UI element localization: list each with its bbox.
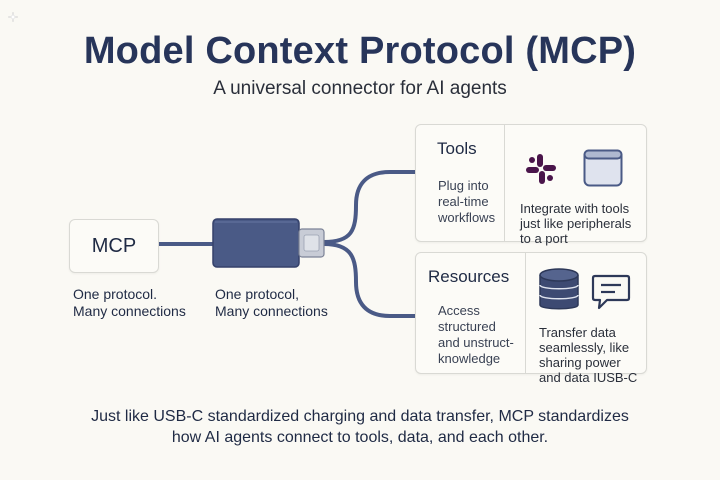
connector-caption: One protocol, Many connections xyxy=(215,286,328,320)
resources-title: Resources xyxy=(428,267,510,286)
sparkle-icon xyxy=(8,12,18,22)
tools-detail-line: just like peripherals xyxy=(520,216,632,231)
tools-desc-line: workflows xyxy=(438,210,496,225)
page-title: Model Context Protocol (MCP) xyxy=(83,30,637,72)
resources-detail-line: and data IUSB-C xyxy=(539,370,638,385)
left-caption-line: Many connections xyxy=(73,303,186,319)
tools-detail-line: Integrate with tools xyxy=(520,201,630,216)
resources-detail: Transfer data seamlessly, like sharing p… xyxy=(539,325,637,385)
resources-desc-line: Access xyxy=(438,303,480,318)
resources-desc-line: structured xyxy=(438,319,496,334)
footer-line: Just like USB-C standardized charging an… xyxy=(91,408,629,425)
mcp-label: MCP xyxy=(91,234,137,257)
resources-detail-line: sharing power xyxy=(539,355,621,370)
card-divider xyxy=(504,125,505,241)
tools-title: Tools xyxy=(437,139,477,158)
connector-caption-line: Many connections xyxy=(215,303,328,319)
resources-detail-line: seamlessly, like xyxy=(539,340,630,355)
resources-desc-line: knowledge xyxy=(438,351,501,366)
tools-detail-line: to a port xyxy=(520,231,568,246)
tools-card: Tools Plug into real-time workflows Inte… xyxy=(415,124,647,246)
usb-connector-body xyxy=(212,218,300,268)
left-caption: One protocol. Many connections xyxy=(73,286,186,320)
tools-desc-line: Plug into xyxy=(438,178,489,193)
resources-card: Resources Access structured and unstruct… xyxy=(415,252,647,385)
connector-caption-line: One protocol, xyxy=(215,286,300,302)
resources-description: Access structured and unstruct- knowledg… xyxy=(438,303,514,367)
chat-icon xyxy=(591,274,631,310)
tools-description: Plug into real-time workflows xyxy=(438,178,495,226)
left-caption-line: One protocol. xyxy=(73,286,158,302)
database-icon xyxy=(539,268,579,310)
cable-to-resources xyxy=(323,242,415,318)
footer-line: how AI agents connect to tools, data, an… xyxy=(171,429,549,446)
tools-detail: Integrate with tools just like periphera… xyxy=(520,201,631,246)
resources-detail-line: Transfer data xyxy=(539,325,616,340)
tools-desc-line: real-time xyxy=(438,194,489,209)
slack-icon xyxy=(526,154,556,184)
window-icon xyxy=(583,149,623,187)
page-subtitle: A universal connector for AI agents xyxy=(213,78,507,99)
footer-note: Just like USB-C standardized charging an… xyxy=(0,406,720,448)
resources-desc-line: and unstruct- xyxy=(438,335,514,350)
card-divider xyxy=(525,253,526,373)
mcp-box: MCP xyxy=(69,219,159,273)
cable-to-tools xyxy=(323,170,415,244)
